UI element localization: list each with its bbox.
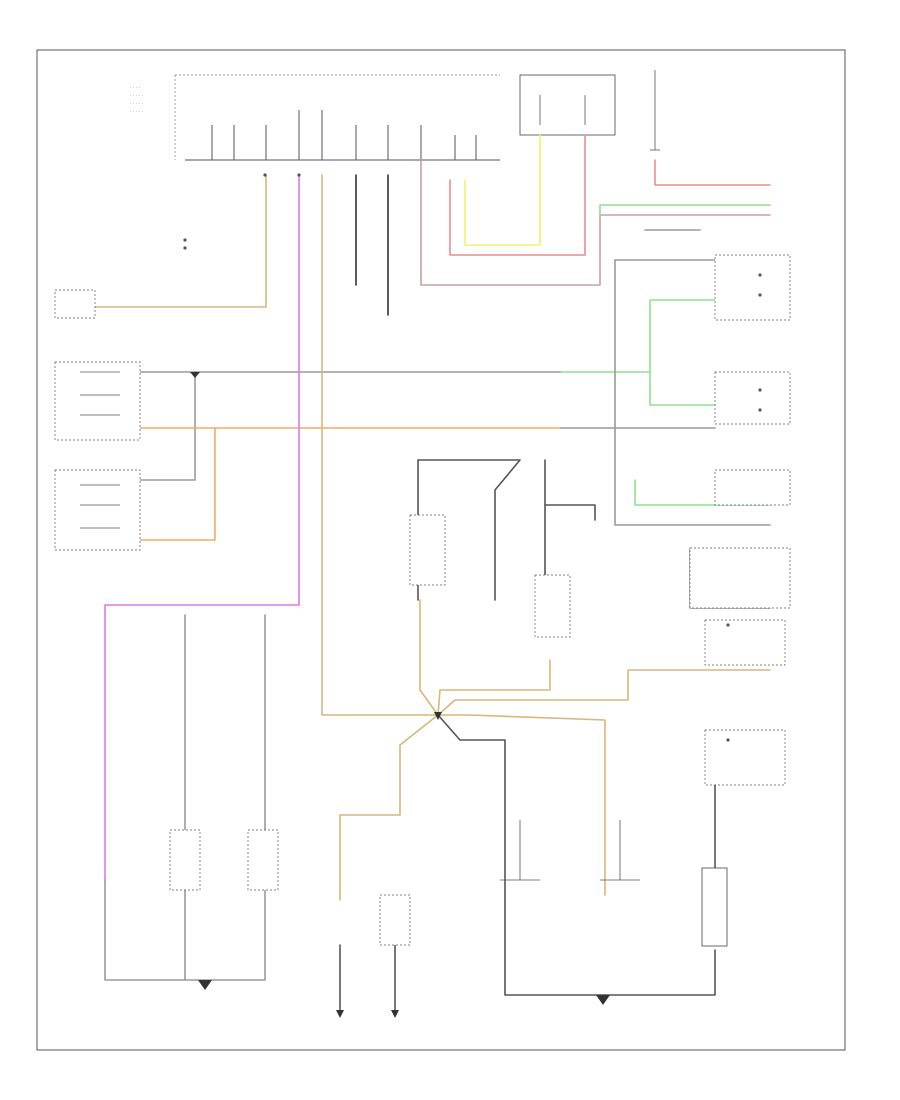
battery-feed bbox=[650, 70, 660, 151]
wire-tan bbox=[94, 174, 771, 901]
fuse-box bbox=[519, 74, 616, 136]
connector-block bbox=[704, 619, 786, 786]
connector-pin-icon bbox=[183, 173, 762, 742]
wire-yellow bbox=[464, 134, 541, 246]
rear-window-defrost bbox=[689, 547, 791, 609]
left-rear-window-switch bbox=[54, 469, 141, 551]
ground-symbol-icon bbox=[190, 372, 610, 1018]
switch-contacts bbox=[500, 820, 640, 881]
diagram-frame bbox=[36, 49, 846, 1051]
svg-text:. . . . .: . . . . . bbox=[130, 109, 143, 114]
ignition-switch bbox=[54, 289, 96, 319]
power-window-module bbox=[409, 514, 571, 638]
svg-text:. . . . .: . . . . . bbox=[130, 93, 143, 98]
right-front-window-switch bbox=[714, 254, 791, 506]
left-front-window-switch bbox=[54, 361, 141, 441]
seat-module bbox=[169, 829, 279, 891]
wire-orange bbox=[139, 427, 561, 541]
wire-pink-top bbox=[420, 159, 771, 286]
svg-text:. . . .: . . . . bbox=[130, 85, 140, 90]
svg-text:. . . . .: . . . . . bbox=[130, 101, 143, 106]
wire-green bbox=[559, 204, 771, 506]
door-lock-actuator bbox=[379, 894, 411, 946]
wire-gray bbox=[139, 229, 771, 609]
passenger-window-motor bbox=[701, 867, 728, 947]
wire-red bbox=[449, 134, 771, 256]
top-module: . . . . . . . . . . . . . . . . . . . bbox=[130, 74, 500, 161]
